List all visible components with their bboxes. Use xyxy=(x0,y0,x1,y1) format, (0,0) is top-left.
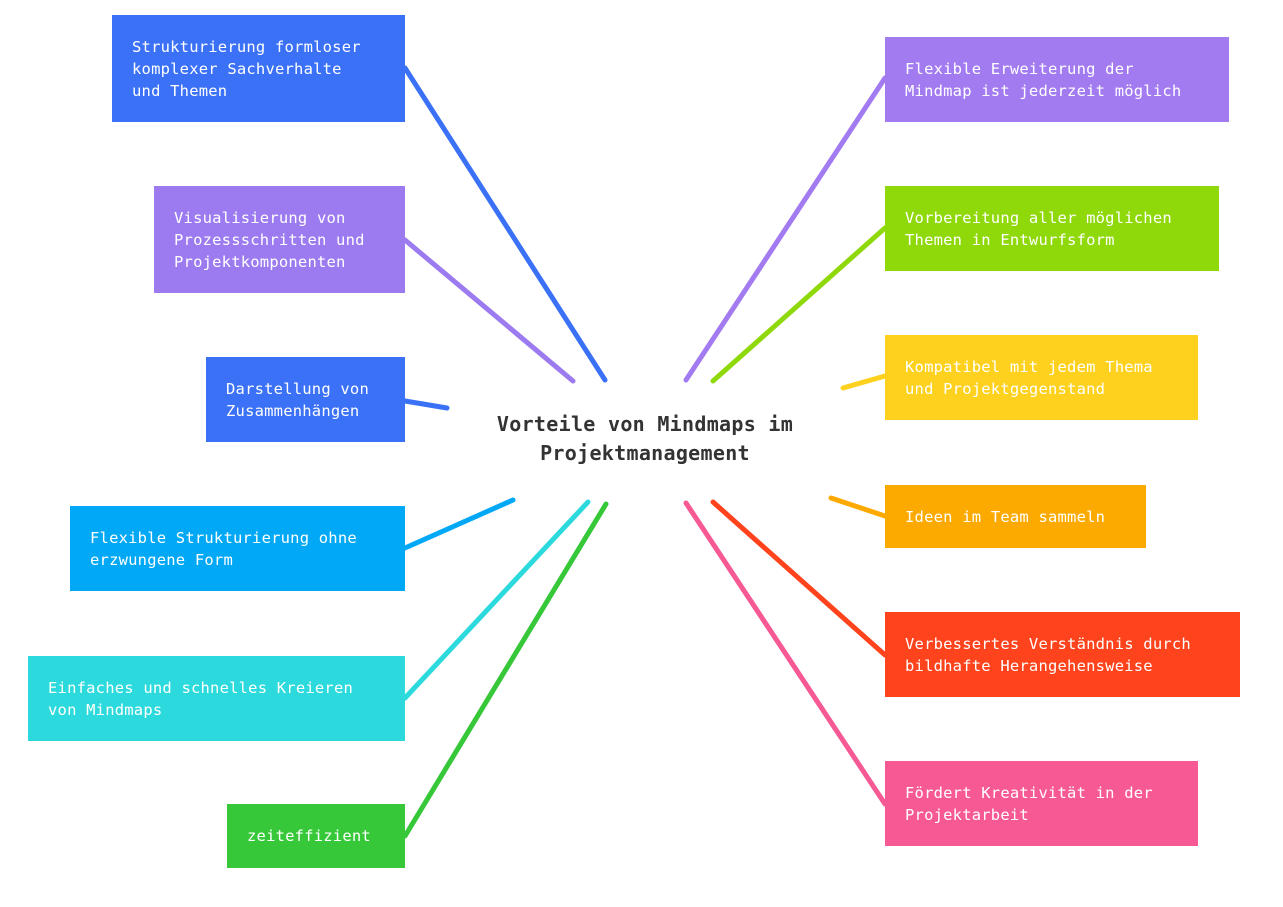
connector-n11 xyxy=(710,499,888,658)
branch-node-einfaches-kreieren[interactable]: Einfaches und schnelles Kreieren von Min… xyxy=(28,656,405,741)
branch-node-strukturierung[interactable]: Strukturierung formloser komplexer Sachv… xyxy=(112,15,405,122)
connector-n2 xyxy=(402,237,576,384)
branch-node-kompatibel[interactable]: Kompatibel mit jedem Thema und Projektge… xyxy=(885,335,1198,420)
branch-node-flexible-strukturierung[interactable]: Flexible Strukturierung ohne erzwungene … xyxy=(70,506,405,591)
connector-n3 xyxy=(402,398,450,411)
connector-n9 xyxy=(840,373,888,391)
branch-node-zeiteffizient[interactable]: zeiteffizient xyxy=(227,804,405,868)
connector-n1 xyxy=(402,65,608,383)
branch-node-verbessertes-verstaendnis[interactable]: Verbessertes Verständnis durch bildhafte… xyxy=(885,612,1240,697)
connector-n10 xyxy=(828,495,888,519)
branch-node-ideen-sammeln[interactable]: Ideen im Team sammeln xyxy=(885,485,1146,548)
branch-node-kreativitaet[interactable]: Fördert Kreativität in der Projektarbeit xyxy=(885,761,1198,846)
branch-node-zusammenhaenge[interactable]: Darstellung von Zusammenhängen xyxy=(206,357,405,442)
branch-node-vorbereitung[interactable]: Vorbereitung aller möglichen Themen in E… xyxy=(885,186,1219,271)
branch-node-flexible-erweiterung[interactable]: Flexible Erweiterung der Mindmap ist jed… xyxy=(885,37,1229,122)
connector-n7 xyxy=(683,75,888,383)
connector-n5 xyxy=(402,499,591,701)
central-topic: Vorteile von Mindmaps im Projektmanageme… xyxy=(496,412,794,465)
connector-n6 xyxy=(402,501,609,839)
connector-n8 xyxy=(710,225,888,384)
connector-n12 xyxy=(683,500,888,807)
branch-node-visualisierung[interactable]: Visualisierung von Prozessschritten und … xyxy=(154,186,405,293)
connector-n4 xyxy=(402,497,516,551)
